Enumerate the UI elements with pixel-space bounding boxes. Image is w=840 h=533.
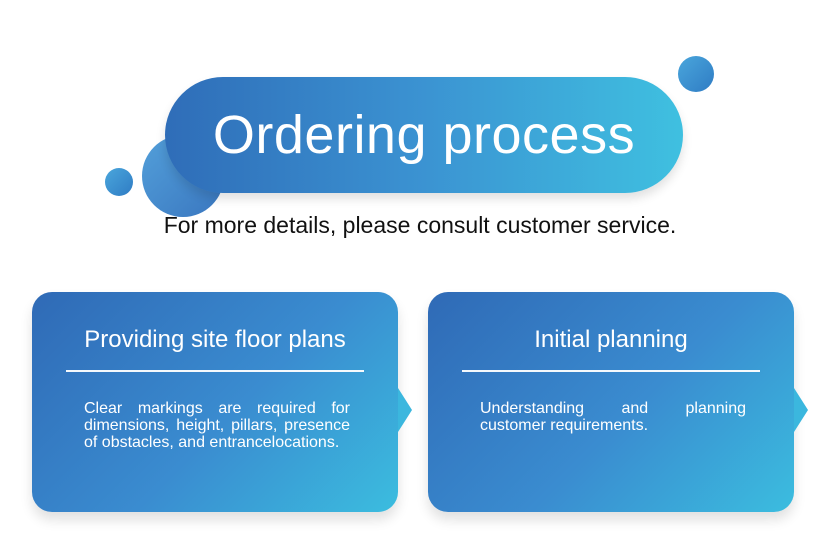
page-title: Ordering process <box>212 105 636 165</box>
title-banner: Ordering process <box>165 77 683 193</box>
step-card-description: Clear markings are required for dimensio… <box>84 400 350 451</box>
decorative-circle-top-right <box>678 56 714 92</box>
step-card-divider <box>66 370 364 372</box>
step-card-floor-plans: Providing site floor plans Clear marking… <box>32 292 412 512</box>
step-card-heading: Initial planning <box>534 326 688 353</box>
step-card-heading: Providing site floor plans <box>84 326 346 353</box>
step-card-description: Understanding and planning customer requ… <box>480 400 746 434</box>
step-card-initial-planning: Initial planning Understanding and plann… <box>428 292 808 512</box>
step-card-divider <box>462 370 760 372</box>
decorative-circle-left-small <box>105 168 133 196</box>
page-subtitle: For more details, please consult custome… <box>163 212 677 238</box>
